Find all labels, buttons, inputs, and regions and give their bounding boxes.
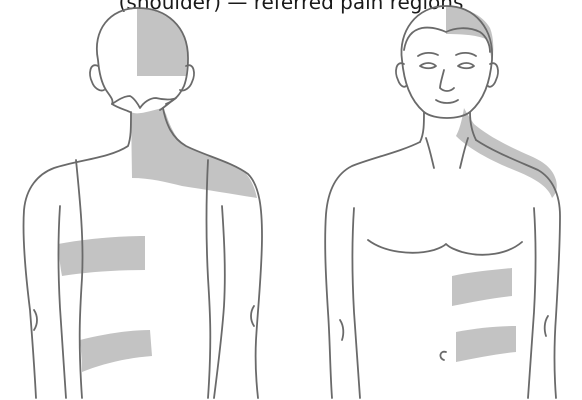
front-left-arm-line — [353, 208, 361, 398]
back-scalp-shade — [137, 8, 187, 76]
front-abdomen-upper-shade — [452, 268, 512, 306]
front-right-eyebrow — [456, 53, 476, 56]
back-lower-band-shade — [80, 330, 152, 372]
back-right-waist — [207, 160, 211, 398]
back-right-elbow — [251, 306, 254, 326]
back-left-arm-line — [59, 206, 67, 398]
front-abdomen-lower-shade — [456, 326, 516, 362]
back-left-waist — [76, 160, 83, 398]
front-navel — [440, 352, 446, 360]
back-mid-band-shade — [58, 236, 145, 276]
back-view-figure — [23, 8, 262, 398]
front-right-arm-line — [528, 208, 536, 398]
front-right-elbow — [545, 316, 548, 336]
front-mouth — [436, 100, 458, 103]
front-right-eye — [458, 63, 474, 68]
front-left-elbow — [340, 320, 343, 340]
back-left-ear — [90, 65, 104, 90]
back-neck-shoulder-shade — [131, 108, 257, 198]
front-chest-line — [368, 240, 522, 255]
front-left-collar-line — [426, 138, 434, 168]
front-view-figure — [325, 6, 560, 398]
front-left-eyebrow — [418, 53, 438, 56]
back-left-elbow — [34, 310, 37, 330]
front-hairline — [404, 28, 490, 52]
front-left-eye — [420, 63, 436, 68]
back-right-arm-line — [214, 206, 225, 398]
front-nose — [440, 70, 454, 91]
